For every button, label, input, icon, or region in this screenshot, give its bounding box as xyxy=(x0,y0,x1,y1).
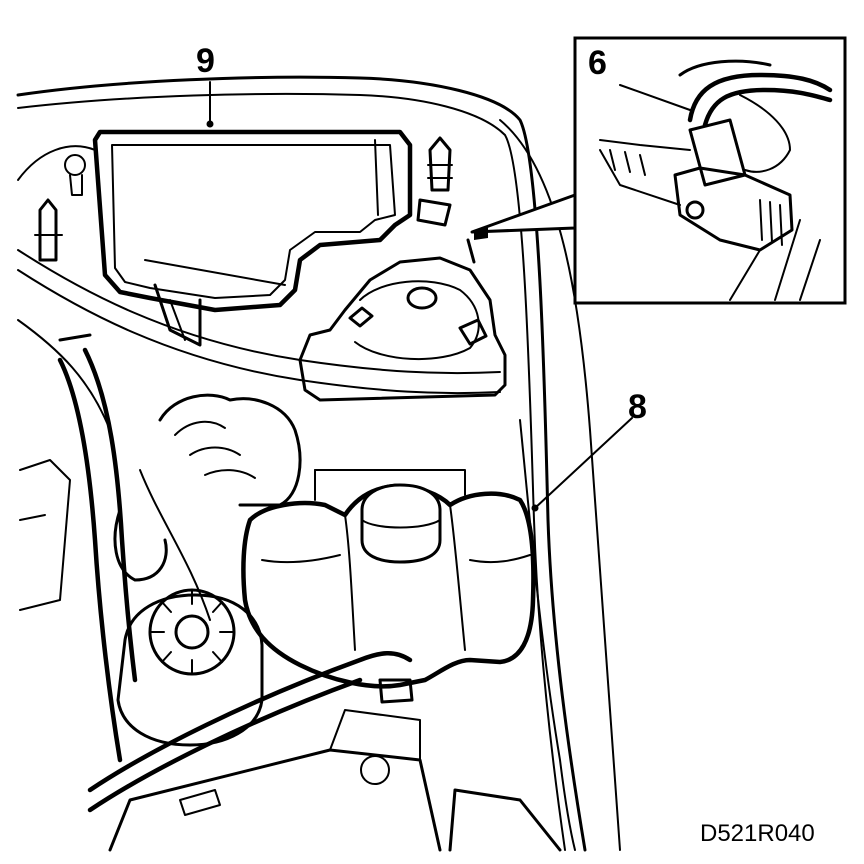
fuse-box-cover xyxy=(92,129,413,347)
callout-8: 8 xyxy=(628,388,647,426)
relay-connector xyxy=(416,136,453,227)
leader-lines xyxy=(206,81,633,509)
inner-wing-left xyxy=(17,145,501,431)
detail-inset xyxy=(470,36,847,305)
callout-6: 6 xyxy=(588,44,607,82)
bellows-hose xyxy=(113,393,302,582)
coolant-hoses xyxy=(57,333,211,763)
brake-reservoir-mount xyxy=(298,238,507,402)
oil-filler-cap xyxy=(116,588,264,747)
callout-9: 9 xyxy=(196,42,215,80)
hood-edge xyxy=(16,75,621,852)
expansion-tank xyxy=(241,469,536,689)
drawing-code: D521R040 xyxy=(700,820,815,847)
battery-box xyxy=(108,709,562,852)
lower-pipework xyxy=(19,459,414,813)
bolt-posts xyxy=(34,154,86,262)
